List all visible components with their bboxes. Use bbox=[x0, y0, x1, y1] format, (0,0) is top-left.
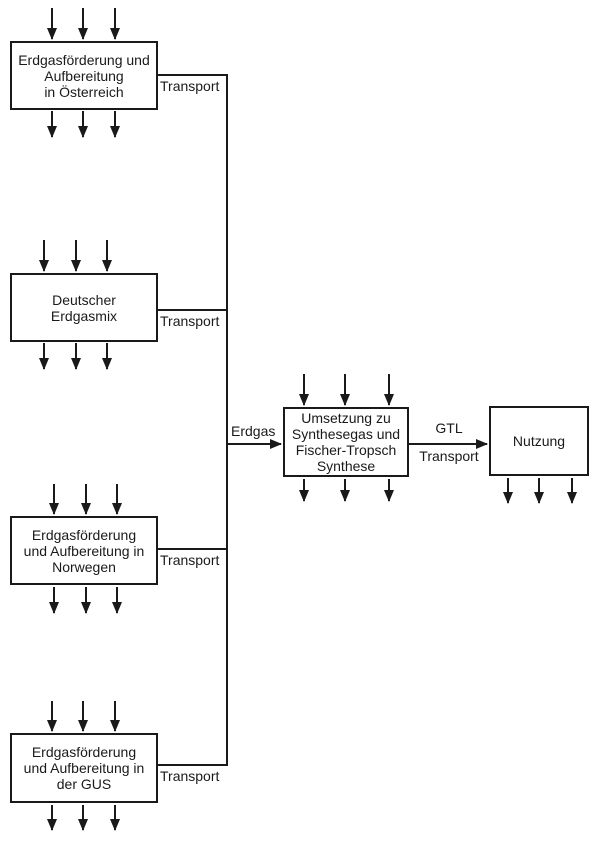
box-label-line: Deutscher bbox=[52, 291, 116, 308]
gtl-transport-label: Transport bbox=[419, 448, 479, 464]
germany-input-arrows bbox=[39, 240, 112, 272]
synthesis-output-arrows bbox=[299, 479, 394, 502]
germany-output-arrows bbox=[39, 343, 112, 370]
process-box-gus: Erdgasförderung und Aufbereitung in der … bbox=[10, 733, 158, 803]
box-label-line: und Aufbereitung in bbox=[23, 760, 145, 776]
box-label-line: Erdgasförderung bbox=[31, 744, 137, 760]
process-box-nutzung: Nutzung bbox=[489, 406, 589, 476]
box-label-line: Norwegen bbox=[52, 558, 116, 575]
transport-label-gus: Transport bbox=[160, 768, 220, 784]
transport-label-norway: Transport bbox=[160, 552, 220, 568]
box-label-line: der GUS bbox=[56, 776, 112, 792]
nutzung-output-arrows bbox=[503, 478, 577, 504]
process-box-germany: Deutscher Erdgasmix bbox=[10, 273, 158, 342]
process-box-synthesis: Umsetzung zu Synthesegas und Fischer-Tro… bbox=[283, 407, 409, 477]
box-label-line: Erdgasmix bbox=[50, 307, 118, 324]
box-label-line: Umsetzung zu bbox=[301, 410, 391, 426]
box-label-line: Synthesegas und bbox=[291, 426, 401, 442]
norway-output-arrows bbox=[49, 587, 122, 614]
gus-input-arrows bbox=[47, 701, 120, 732]
gus-output-arrows bbox=[47, 805, 120, 831]
norway-input-arrows bbox=[49, 484, 122, 515]
austria-output-arrows bbox=[47, 111, 120, 138]
transport-label-germany: Transport bbox=[160, 313, 220, 329]
austria-input-arrows bbox=[47, 8, 120, 40]
box-label-line: und Aufbereitung in bbox=[23, 542, 145, 559]
box-label-line: Nutzung bbox=[512, 433, 566, 449]
box-label-line: Erdgasförderung bbox=[31, 526, 137, 543]
box-label-line: Aufbereitung bbox=[44, 67, 124, 84]
erdgas-label: Erdgas bbox=[231, 423, 276, 439]
synthesis-input-arrows bbox=[299, 374, 394, 406]
gtl-label: GTL bbox=[435, 420, 463, 436]
box-label-line: Synthese bbox=[316, 458, 376, 474]
box-label-line: Fischer-Tropsch bbox=[295, 442, 397, 458]
process-box-austria: Erdgasförderung und Aufbereitung in Öste… bbox=[10, 41, 158, 110]
process-box-norway: Erdgasförderung und Aufbereitung in Norw… bbox=[10, 516, 158, 585]
box-label-line: Erdgasförderung und bbox=[18, 51, 150, 68]
box-label-line: in Österreich bbox=[44, 83, 124, 100]
transport-label-austria: Transport bbox=[160, 78, 220, 94]
